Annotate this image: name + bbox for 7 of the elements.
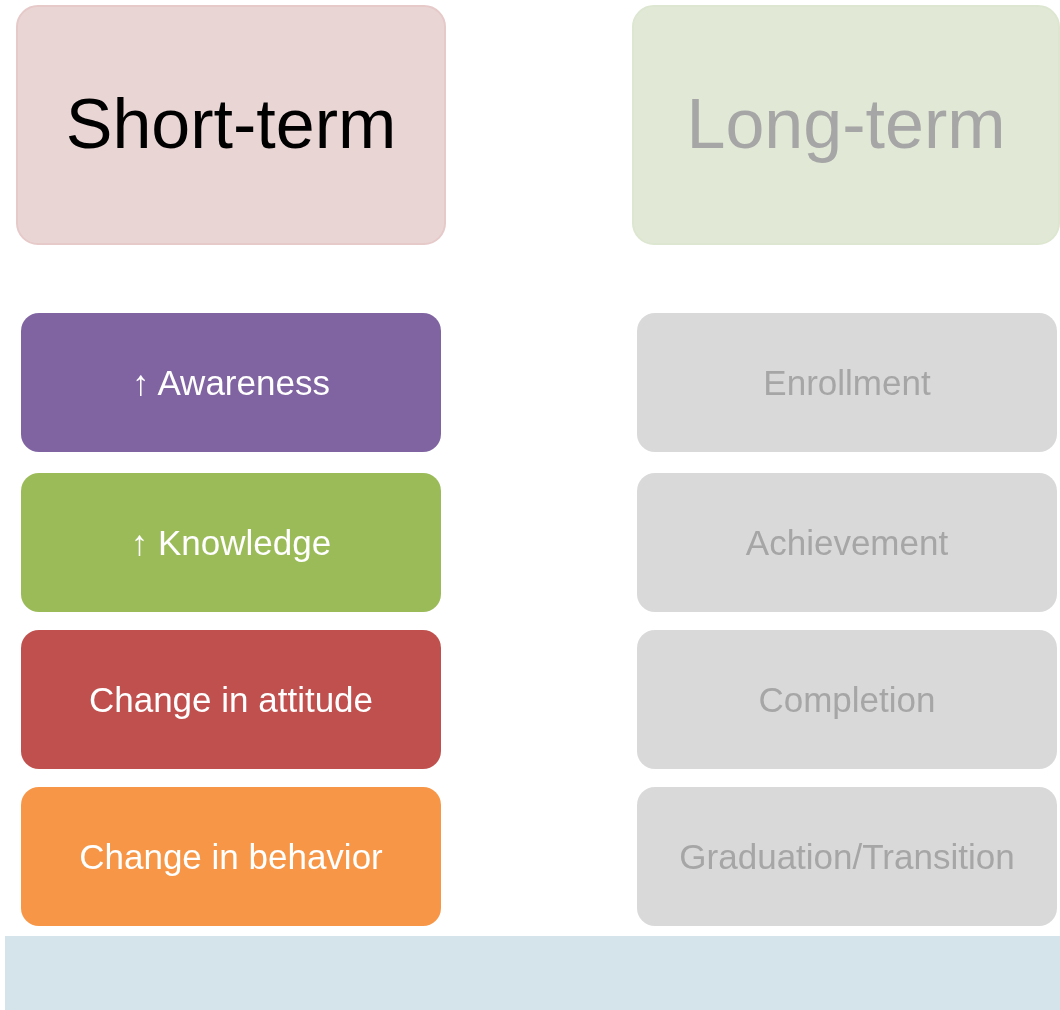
heading-box: Long-term [632, 5, 1060, 245]
outcome-box: Change in behavior [21, 787, 441, 926]
outcome-box: Change in attitude [21, 630, 441, 769]
outcome-box: ↑ Knowledge [21, 473, 441, 612]
heading-box: Short-term [16, 5, 446, 245]
box-shape [5, 936, 1060, 1010]
outcome-box: ↑ Awareness [21, 313, 441, 452]
